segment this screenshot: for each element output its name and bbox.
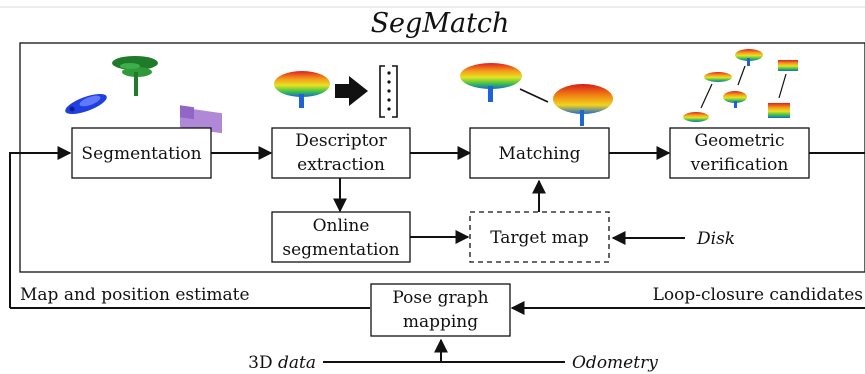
map-estimate-feedback-line [9, 146, 72, 308]
data-3d-prefix: 3D [248, 353, 278, 373]
target-map-label: Target map [490, 228, 589, 248]
diagram-title: SegMatch [371, 8, 510, 39]
disk-label: Disk [696, 229, 735, 249]
tree-point-cloud-icon [112, 56, 158, 96]
data-3d-label: 3D data [248, 353, 316, 373]
descriptor-vector-icon [379, 65, 398, 118]
geometric-label-line1: Geometric [695, 131, 785, 151]
segmatch-frame [19, 42, 865, 273]
matched-trees-icon [460, 63, 613, 126]
descriptor-tree-icon [274, 71, 330, 108]
online-segmentation-block: Online segmentation [271, 211, 411, 263]
descriptor-label-line2: extraction [297, 155, 385, 175]
car-point-cloud-icon [65, 94, 107, 114]
target-map-block: Target map [469, 211, 610, 263]
odometry-label: Odometry [572, 353, 658, 373]
map-estimate-label: Map and position estimate [20, 285, 250, 305]
segmentation-label: Segmentation [81, 144, 201, 164]
descriptor-extraction-block: Descriptor extraction [271, 127, 411, 179]
pose-label-line2: mapping [403, 312, 478, 332]
online-label-line1: Online [313, 216, 370, 236]
matching-block: Matching [469, 127, 610, 179]
matching-label: Matching [498, 144, 580, 164]
geometric-verification-block: Geometric verification [669, 127, 810, 179]
geometric-label-line2: verification [690, 155, 789, 175]
segmentation-block: Segmentation [71, 127, 212, 179]
data-3d-italic: data [278, 353, 316, 373]
loop-closure-label: Loop-closure candidates [653, 285, 863, 305]
verified-segments-icon [683, 49, 798, 122]
online-label-line2: segmentation [282, 240, 399, 260]
descriptor-label-line1: Descriptor [295, 131, 387, 151]
right-arrow-icon [335, 76, 368, 106]
pose-label-line1: Pose graph [392, 288, 488, 308]
pose-graph-mapping-block: Pose graph mapping [370, 283, 511, 337]
building-point-cloud-icon [180, 105, 222, 134]
